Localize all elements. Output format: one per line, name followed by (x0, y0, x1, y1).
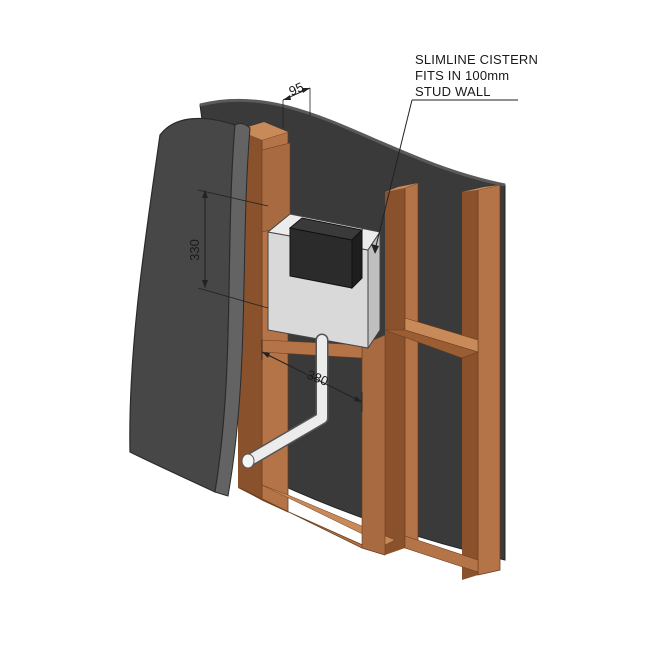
cistern-body-side (367, 230, 381, 350)
cistern-cap-side (351, 228, 363, 290)
callout-line-3: STUD WALL (415, 84, 491, 99)
back-board-edge (199, 98, 506, 187)
callout-line-2: FITS IN 100mm (415, 68, 509, 83)
left-stud-top (238, 122, 288, 140)
right-stud-top (385, 183, 418, 192)
far-right-stud-front (477, 184, 501, 576)
right-stud-front (404, 182, 419, 549)
nogging-right-front (384, 329, 479, 359)
flush-pipe-inner (245, 335, 327, 465)
front-plasterboard (129, 117, 236, 493)
callout-leader (371, 99, 518, 254)
mid-lower-stud (361, 334, 386, 556)
dimension-95-label: 95 (287, 79, 306, 99)
far-right-stud-side (462, 190, 478, 580)
dimension-95: 95 (282, 79, 311, 128)
front-plasterboard-edge (214, 123, 251, 497)
right-stud-side (385, 188, 405, 555)
dimension-330-label: 330 (187, 239, 202, 261)
nogging-right-low (404, 535, 479, 573)
far-right-stud-top (462, 185, 500, 192)
dimension-330: 330 (187, 189, 269, 309)
flush-pipe-end (241, 453, 255, 469)
callout-line-1: SLIMLINE CISTERN (415, 52, 538, 67)
